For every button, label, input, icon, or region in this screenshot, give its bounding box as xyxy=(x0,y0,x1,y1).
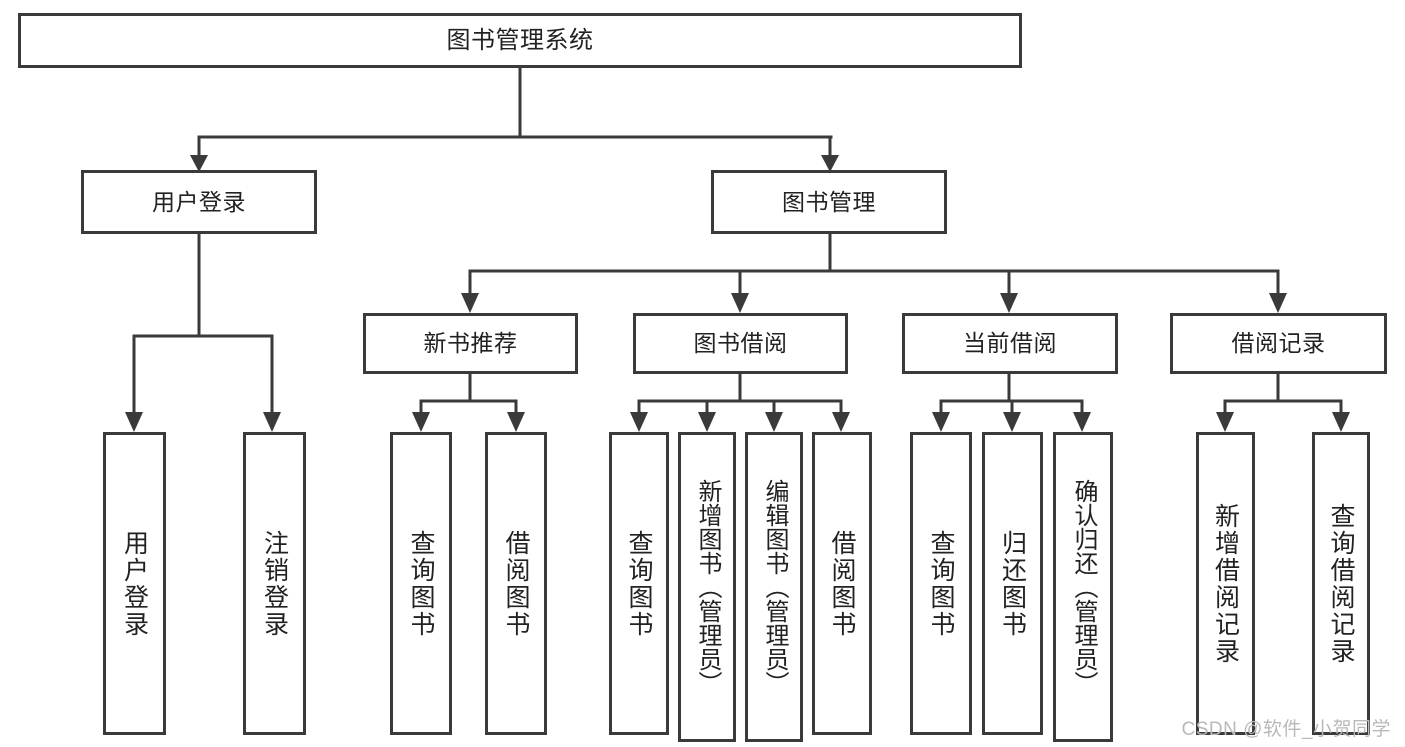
node-book-management-label: 图书管理 xyxy=(782,188,876,215)
node-user-login[interactable]: 用户登录 xyxy=(81,170,317,234)
node-user-login-label: 用户登录 xyxy=(152,188,246,215)
node-book-borrow[interactable]: 图书借阅 xyxy=(633,313,848,374)
node-leaf-borrow-book-1[interactable]: 借阅图书 xyxy=(485,432,547,735)
node-leaf-borrow-book-2[interactable]: 借阅图书 xyxy=(812,432,872,735)
arrow-leaf-confirm-return xyxy=(1073,412,1091,432)
node-leaf-add-record[interactable]: 新增借阅记录 xyxy=(1196,432,1255,735)
arrow-leaf-add-book xyxy=(698,412,716,432)
arrow-leaf-user-logout xyxy=(263,412,281,432)
node-current-borrow[interactable]: 当前借阅 xyxy=(902,313,1118,374)
node-leaf-query-book-1-label: 查询图书 xyxy=(407,529,435,638)
node-leaf-query-book-2-label: 查询图书 xyxy=(625,529,653,638)
node-leaf-add-book[interactable]: 新增图书（管理员） xyxy=(678,432,736,742)
arrow-leaf-add-record xyxy=(1216,412,1234,432)
node-leaf-add-record-label: 新增借阅记录 xyxy=(1211,502,1240,665)
node-leaf-user-logout-label: 注销登录 xyxy=(260,529,289,638)
arrow-borrow-record xyxy=(1269,293,1287,313)
node-root-label: 图书管理系统 xyxy=(446,26,594,54)
arrow-leaf-user-login xyxy=(125,412,143,432)
arrow-book-borrow xyxy=(731,293,749,313)
arrow-leaf-return-book xyxy=(1003,412,1021,432)
arrow-leaf-borrow-book-2 xyxy=(832,412,850,432)
arrow-leaf-query-book-2 xyxy=(630,412,648,432)
node-leaf-user-logout[interactable]: 注销登录 xyxy=(243,432,306,735)
arrow-leaf-query-record xyxy=(1332,412,1350,432)
node-leaf-query-book-3-label: 查询图书 xyxy=(927,529,955,638)
arrow-leaf-edit-book xyxy=(765,412,783,432)
node-leaf-borrow-book-1-label: 借阅图书 xyxy=(502,529,530,638)
node-leaf-return-book-label: 归还图书 xyxy=(998,529,1027,638)
node-leaf-query-book-1[interactable]: 查询图书 xyxy=(390,432,452,735)
node-leaf-return-book[interactable]: 归还图书 xyxy=(982,432,1043,735)
arrow-leaf-query-book-1 xyxy=(412,412,430,432)
node-borrow-record-label: 借阅记录 xyxy=(1231,330,1326,356)
arrow-current-borrow xyxy=(1000,293,1018,313)
arrow-new-book-recommend xyxy=(461,293,479,313)
node-leaf-query-record-label: 查询借阅记录 xyxy=(1327,502,1355,665)
node-book-borrow-label: 图书借阅 xyxy=(693,330,788,356)
node-leaf-user-login-label: 用户登录 xyxy=(120,529,149,638)
node-root[interactable]: 图书管理系统 xyxy=(18,13,1022,68)
node-leaf-query-book-3[interactable]: 查询图书 xyxy=(910,432,972,735)
node-book-management[interactable]: 图书管理 xyxy=(711,170,947,234)
node-new-book-recommend[interactable]: 新书推荐 xyxy=(363,313,578,374)
node-current-borrow-label: 当前借阅 xyxy=(963,330,1057,356)
node-leaf-confirm-return[interactable]: 确认归还（管理员） xyxy=(1053,432,1113,742)
node-leaf-query-book-2[interactable]: 查询图书 xyxy=(609,432,669,735)
node-borrow-record[interactable]: 借阅记录 xyxy=(1170,313,1387,374)
node-leaf-edit-book[interactable]: 编辑图书（管理员） xyxy=(745,432,803,742)
node-leaf-add-book-label: 新增图书（管理员） xyxy=(693,479,721,695)
node-new-book-recommend-label: 新书推荐 xyxy=(423,330,518,356)
watermark: CSDN @软件_小贺同学 xyxy=(1181,719,1391,740)
node-leaf-user-login[interactable]: 用户登录 xyxy=(103,432,166,735)
node-leaf-confirm-return-label: 确认归还（管理员） xyxy=(1069,479,1097,695)
node-leaf-borrow-book-2-label: 借阅图书 xyxy=(828,529,856,638)
arrow-leaf-query-book-3 xyxy=(932,412,950,432)
node-leaf-edit-book-label: 编辑图书（管理员） xyxy=(760,479,788,695)
node-leaf-query-record[interactable]: 查询借阅记录 xyxy=(1312,432,1370,735)
arrow-leaf-borrow-book-1 xyxy=(507,412,525,432)
